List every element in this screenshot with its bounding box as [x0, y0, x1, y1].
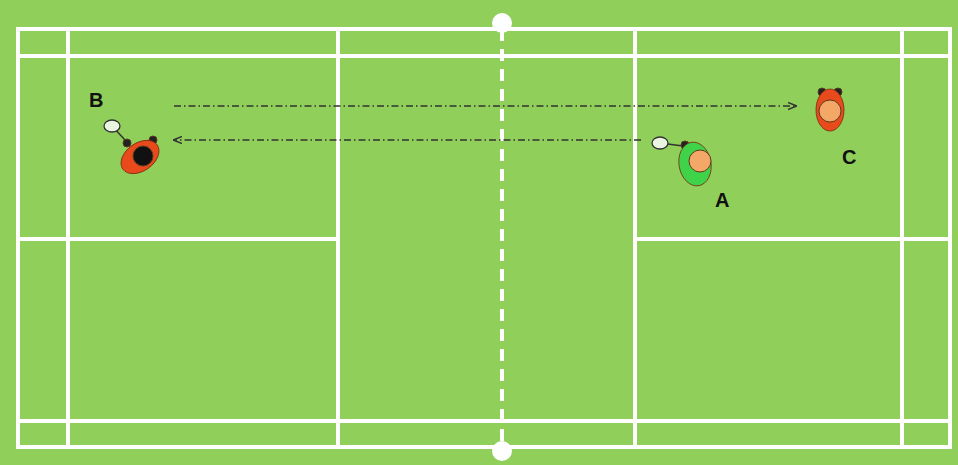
boundary-line [18, 29, 950, 447]
player-body [675, 140, 714, 189]
player-body [115, 133, 165, 180]
net-line [500, 29, 504, 447]
player-label: C [842, 147, 856, 167]
player-label: A [715, 190, 729, 210]
player-figure [652, 137, 715, 188]
shot-arrow [174, 105, 796, 106]
center-line [635, 237, 950, 241]
player-body [816, 89, 844, 131]
shot-arrow [174, 139, 641, 140]
sideline [18, 54, 950, 58]
racket-head [104, 120, 120, 132]
player-label: B [89, 90, 103, 110]
player-hand [123, 139, 131, 147]
player-node: A [645, 128, 735, 216]
player-figure [816, 88, 844, 131]
sideline [18, 419, 950, 423]
player-node: B [85, 88, 170, 183]
court-lines [18, 29, 950, 447]
player-figure [104, 120, 165, 181]
center-line [18, 237, 338, 241]
player-head [133, 146, 153, 166]
player-head [819, 100, 841, 122]
net-post [492, 441, 512, 461]
racket-head [652, 137, 668, 149]
player-node: C [800, 82, 862, 172]
net-post [492, 13, 512, 33]
player-head [689, 150, 711, 172]
